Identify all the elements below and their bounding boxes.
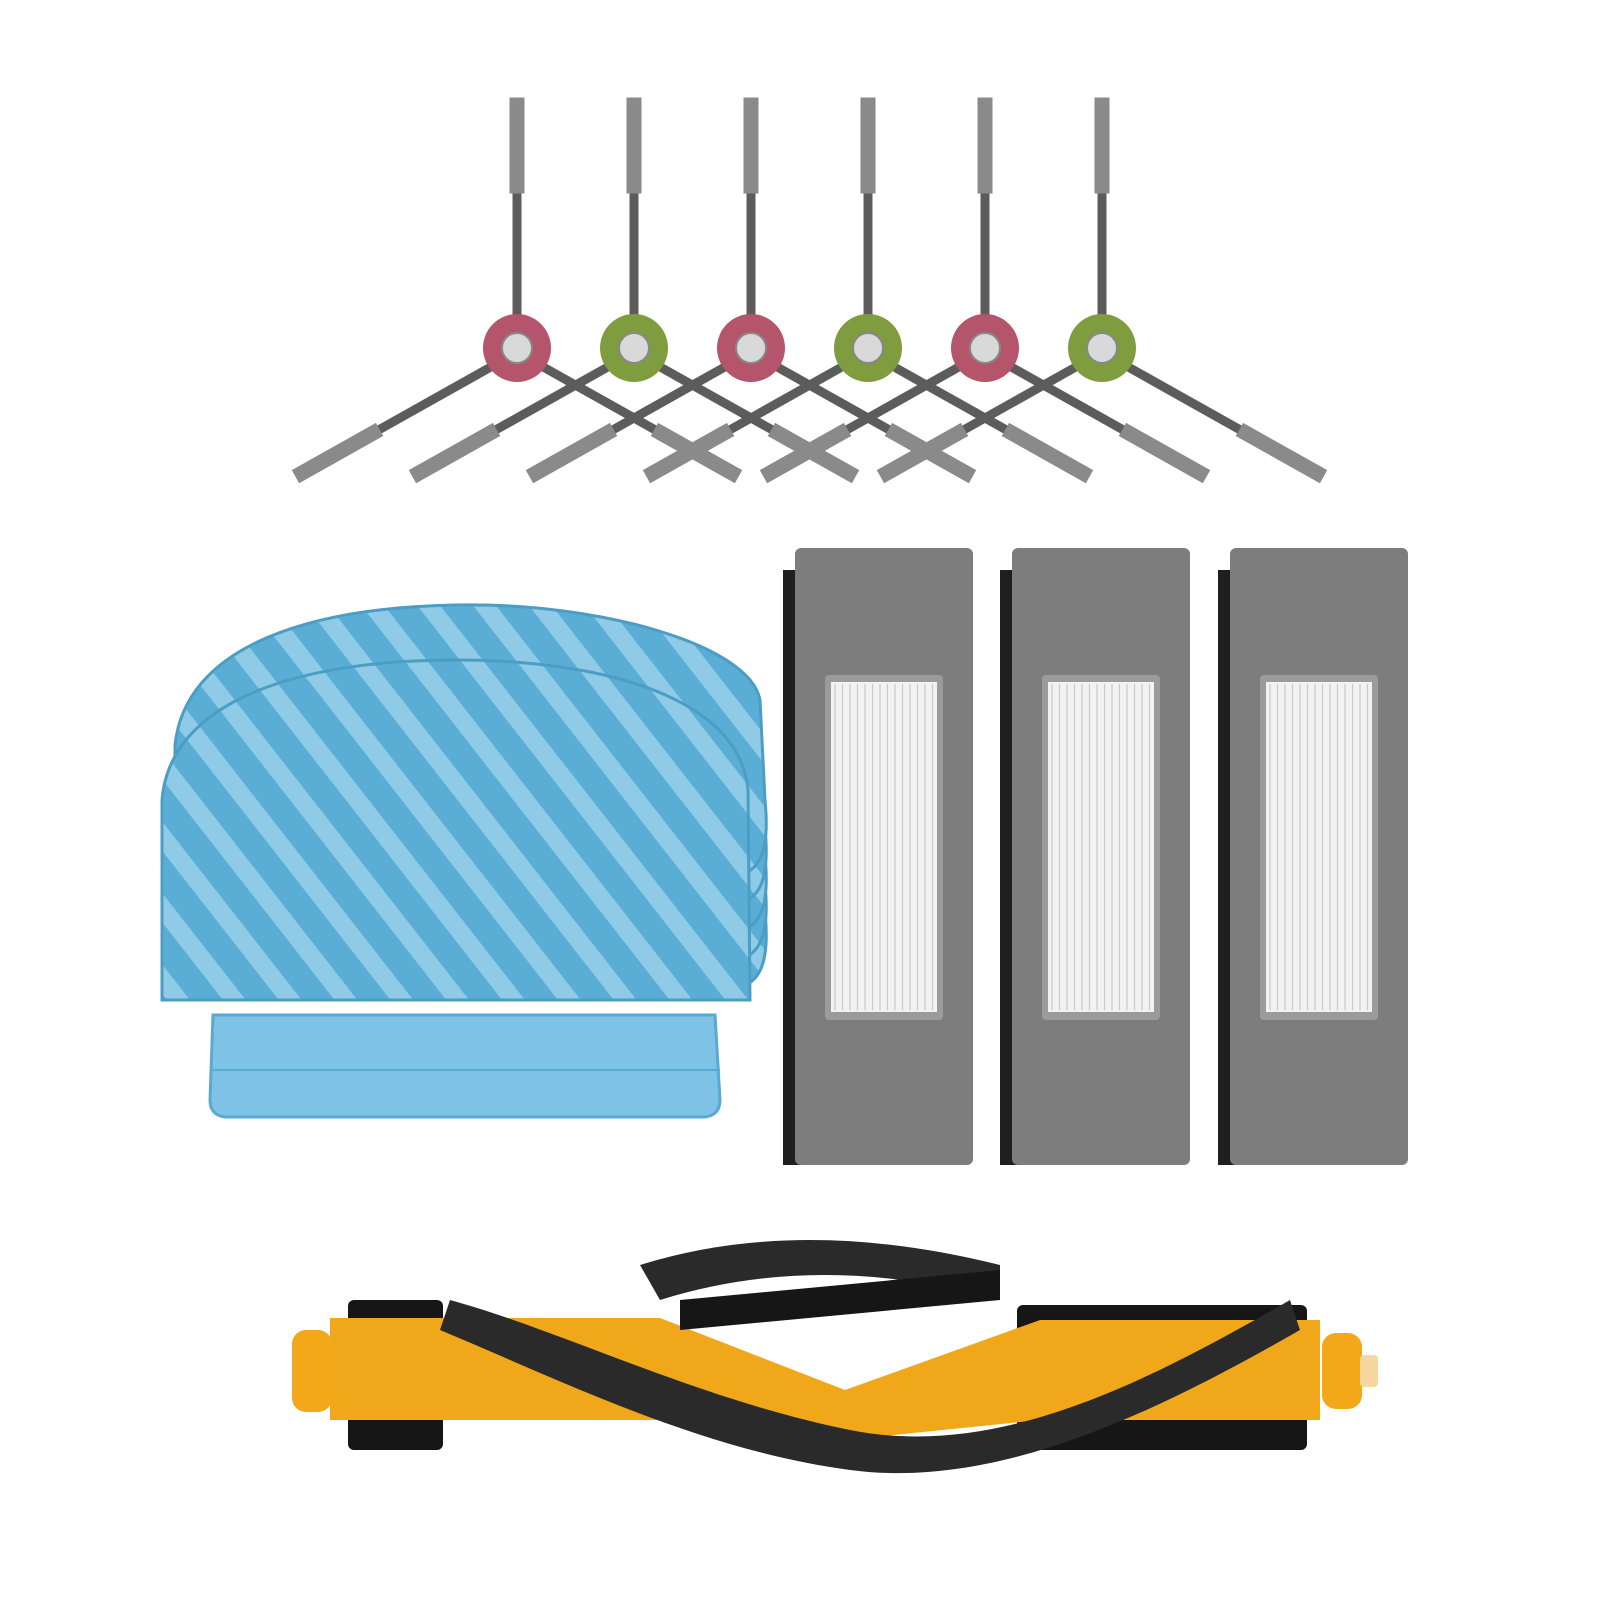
- mop-pad-stack: [160, 603, 768, 1119]
- hepa-filter-set: [783, 548, 1408, 1165]
- side-brush-bristles: [291, 422, 384, 484]
- mop-pad-tab: [208, 1013, 722, 1119]
- side-brush-bristles: [642, 422, 735, 484]
- main-roller-brush: [292, 1240, 1378, 1474]
- hepa-filter: [783, 548, 973, 1165]
- side-brush-bristles: [1118, 422, 1211, 484]
- roller-end-cap-right: [1322, 1333, 1362, 1409]
- side-brush-center: [969, 332, 1001, 364]
- side-brush: [759, 97, 1211, 484]
- side-brush: [876, 97, 1328, 484]
- filter-pleats: [1048, 682, 1154, 1012]
- roller-end-cap-left: [292, 1330, 332, 1412]
- side-brush-center: [735, 332, 767, 364]
- hepa-filter: [1218, 548, 1408, 1165]
- side-brush-center: [1086, 332, 1118, 364]
- side-brush-bristles: [876, 422, 969, 484]
- hepa-filter: [1000, 548, 1190, 1165]
- side-brush-center: [852, 332, 884, 364]
- roller-blade-center: [680, 1270, 1000, 1330]
- side-brush-bristles: [1001, 422, 1094, 484]
- side-brush-bristles: [1235, 422, 1328, 484]
- roller-bristles-top: [640, 1240, 1000, 1300]
- roller-axle: [1360, 1355, 1378, 1387]
- filter-pleats: [831, 682, 937, 1012]
- side-brush-bristles: [408, 422, 501, 484]
- side-brush-center: [501, 332, 533, 364]
- roller-bristles-helix: [440, 1300, 1300, 1474]
- filter-pleats: [1266, 682, 1372, 1012]
- mop-pad-front: [160, 658, 752, 1002]
- side-brush-set: [291, 97, 1328, 484]
- side-brush-center: [618, 332, 650, 364]
- side-brush-bristles: [759, 422, 852, 484]
- side-brush-bristles: [525, 422, 618, 484]
